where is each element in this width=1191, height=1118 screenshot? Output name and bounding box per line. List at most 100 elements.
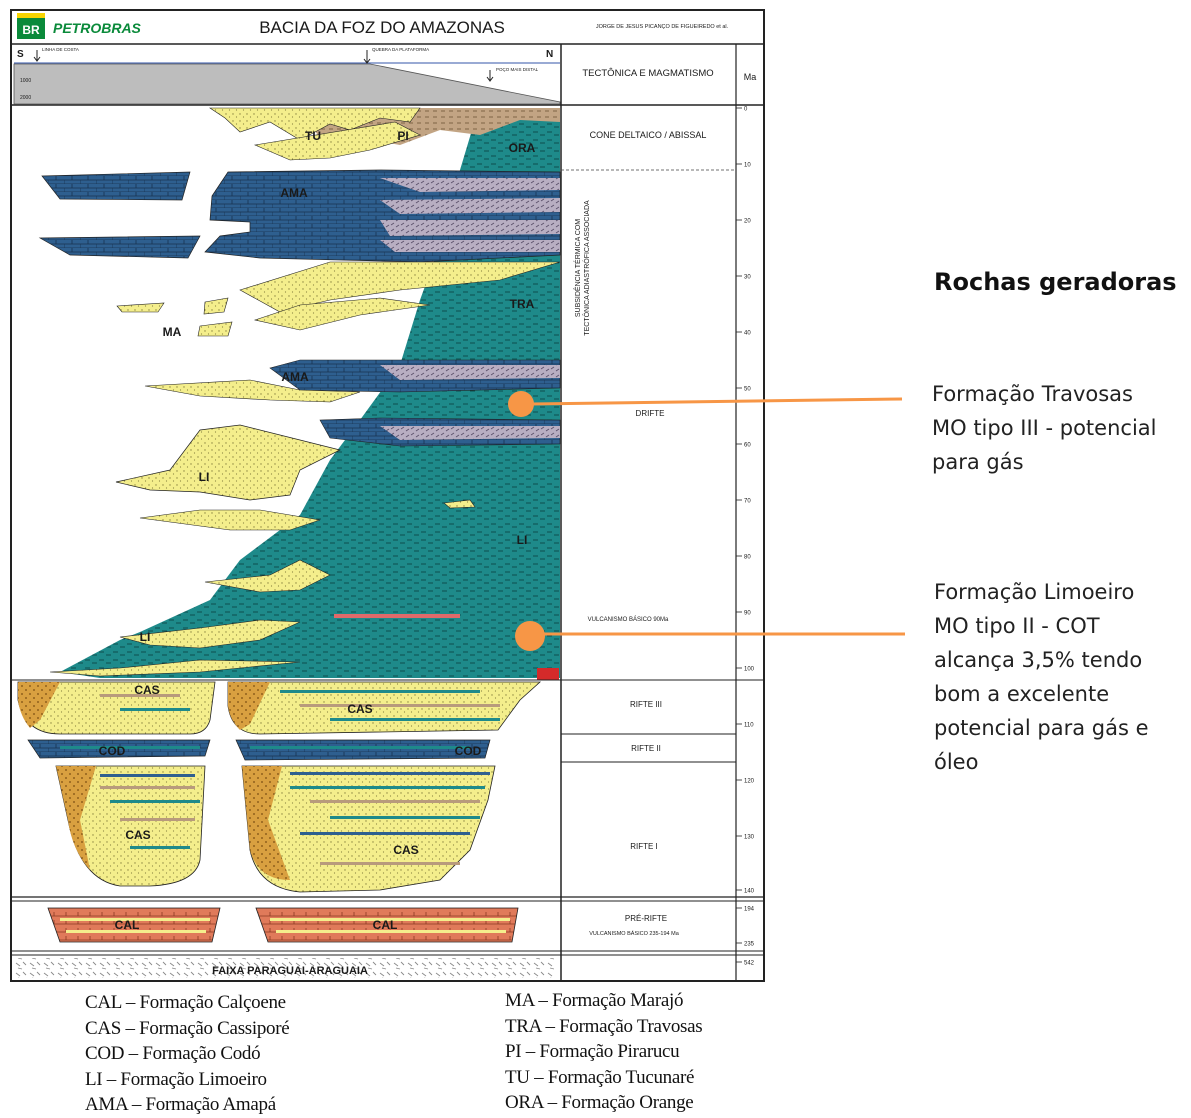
legend-item-ama: AMA – Formação Amapá — [85, 1094, 276, 1115]
pre-rift-sequence — [11, 907, 764, 978]
travosas-annotation: Formação Travosas MO tipo III - potencia… — [932, 377, 1156, 479]
label-tra: TRA — [510, 297, 535, 311]
tucunare-sand-body — [209, 107, 421, 141]
age-scale: 0102030405060708090100110120130140194235… — [736, 107, 755, 967]
volcanic-body — [537, 668, 559, 680]
company-name: PETROBRAS — [53, 20, 142, 36]
age-tick-label: 30 — [744, 275, 751, 281]
age-tick-label: 120 — [744, 779, 755, 785]
distal-well-arrow-icon — [486, 70, 494, 82]
age-tick-label: 20 — [744, 219, 751, 225]
age-tick-label: 542 — [744, 961, 755, 967]
phase-rift-2: RIFTE II — [631, 744, 661, 753]
amapa-carbonate-outlier — [41, 171, 191, 201]
phase-pre-rift: PRÉ-RIFTE — [625, 914, 667, 923]
phase-cone: CONE DELTAICO / ABISSAL — [590, 130, 707, 140]
legend-item-ma: MA – Formação Marajó — [505, 990, 684, 1011]
tectonic-phase-labels: CONE DELTAICO / ABISSAL SUBSIDÊNCIA TÉRM… — [573, 130, 706, 937]
label-cas-4: CAS — [393, 843, 418, 857]
phase-basic-volcanism-235: VULCANISMO BÁSICO 235-194 Ma — [589, 930, 680, 937]
amapa-carbonate-platform — [204, 169, 561, 263]
label-ora: ORA — [509, 141, 536, 155]
limoeiro-line-1: Formação Limoeiro — [934, 580, 1135, 604]
age-tick-label: 10 — [744, 163, 751, 169]
formation-labels: TU PI ORA AMA TRA MA AMA LI LI LI CAS CA… — [99, 129, 536, 977]
chart-title: BACIA DA FOZ DO AMAZONAS — [259, 18, 505, 37]
phase-rift-1: RIFTE I — [630, 842, 658, 851]
depth-tick-1000: 1000 — [20, 78, 31, 84]
coast-arrow-icon — [33, 50, 41, 62]
source-rocks-title: Rochas geradoras — [934, 268, 1177, 296]
basement-faixa — [14, 958, 554, 978]
label-cas-2: CAS — [347, 702, 372, 716]
age-tick-label: 40 — [744, 331, 751, 337]
label-ama-lower: AMA — [281, 370, 309, 384]
distal-well-label: POÇO MAIS DISTAL — [496, 67, 539, 72]
limoeiro-marker-icon — [515, 621, 545, 651]
age-tick-label: 235 — [744, 942, 755, 948]
coast-label: LINHA DE COSTA — [42, 47, 79, 52]
chart-authors: JORGE DE JESUS PICANÇO DE FIGUEIREDO et … — [596, 24, 729, 30]
label-tu: TU — [305, 129, 321, 143]
cassipore-half-graben-right — [227, 681, 542, 735]
label-cas-3: CAS — [125, 828, 150, 842]
label-cod-2: COD — [455, 744, 482, 758]
source-rock-markers — [508, 391, 905, 651]
age-tick-label: 140 — [744, 889, 755, 895]
age-tick-label: 110 — [744, 723, 754, 729]
drift-sequence — [38, 107, 561, 680]
label-cal-2: CAL — [373, 918, 398, 932]
limoeiro-sand-wedge — [115, 424, 342, 501]
phase-subsidence-2: TECTÔNICA ADIASTRÓFICA ASSOCIADA — [582, 200, 591, 336]
age-column-header: Ma — [744, 72, 757, 82]
phase-subsidence-1: SUBSIDÊNCIA TÉRMICA COM — [573, 219, 582, 317]
label-li-lower: LI — [140, 630, 151, 644]
legend-right: MA – Formação Marajó TRA – Formação Trav… — [505, 988, 703, 1116]
basic-volcanic-sill — [334, 614, 460, 618]
age-tick-label: 194 — [744, 907, 755, 913]
tectonics-column-header: TECTÔNICA E MAGMATISMO — [582, 68, 713, 79]
travosas-line-1: Formação Travosas — [932, 382, 1133, 406]
age-tick-label: 130 — [744, 835, 755, 841]
label-cas-1: CAS — [134, 683, 159, 697]
travosas-line-3: para gás — [932, 450, 1024, 474]
shelf-break-label: QUEBRA DA PLATAFORMA — [372, 47, 429, 52]
rift-1-sequence — [11, 765, 764, 902]
limoeiro-line-2: MO tipo II - COT — [934, 614, 1100, 638]
limoeiro-line-6: óleo — [934, 750, 979, 774]
cross-section-profile: S N LINHA DE COSTA QUEBRA DA PLATAFORMA … — [11, 47, 764, 106]
limoeiro-annotation: Formação Limoeiro MO tipo II - COT alcan… — [934, 575, 1149, 779]
calcoene-red-beds-left — [47, 907, 221, 943]
legend-item-cal: CAL – Formação Calçoene — [85, 992, 286, 1013]
logo-badge: BR — [22, 23, 40, 37]
age-tick-label: 100 — [744, 667, 755, 673]
label-basement: FAIXA PARAGUAI-ARAGUAIA — [212, 965, 368, 977]
legend-item-cod: COD – Formação Codó — [85, 1043, 261, 1064]
label-li-upper: LI — [199, 470, 210, 484]
phase-drift: DRIFTE — [636, 409, 665, 418]
legend-item-li: LI – Formação Limoeiro — [85, 1068, 267, 1090]
rift-3-sequence — [11, 679, 764, 735]
label-cal-1: CAL — [115, 918, 140, 932]
label-cod-1: COD — [99, 744, 126, 758]
marajo-lens — [116, 302, 165, 313]
legend-item-ora: ORA – Formação Orange — [505, 1092, 694, 1113]
label-ma: MA — [163, 325, 182, 339]
legend-item-tu: TU – Formação Tucunaré — [505, 1066, 695, 1088]
legend-item-cas: CAS – Formação Cassiporé — [85, 1017, 290, 1039]
age-tick-label: 80 — [744, 555, 751, 561]
age-tick-label: 0 — [744, 107, 748, 113]
north-label: N — [546, 49, 553, 60]
travosas-leader-line — [530, 397, 903, 406]
limoeiro-line-5: potencial para gás e — [934, 716, 1149, 740]
travosas-marker-icon — [508, 391, 534, 417]
marl-band — [380, 178, 560, 192]
south-label: S — [17, 49, 24, 60]
label-pi: PI — [397, 129, 408, 143]
phase-basic-volcanism-90: VULCANISMO BÁSICO 90Ma — [588, 616, 669, 623]
limoeiro-line-4: bom a excelente — [934, 682, 1110, 706]
cassipore-rift1-right — [241, 765, 496, 893]
codo-layer-right — [235, 739, 491, 761]
label-li-mid: LI — [517, 533, 528, 547]
